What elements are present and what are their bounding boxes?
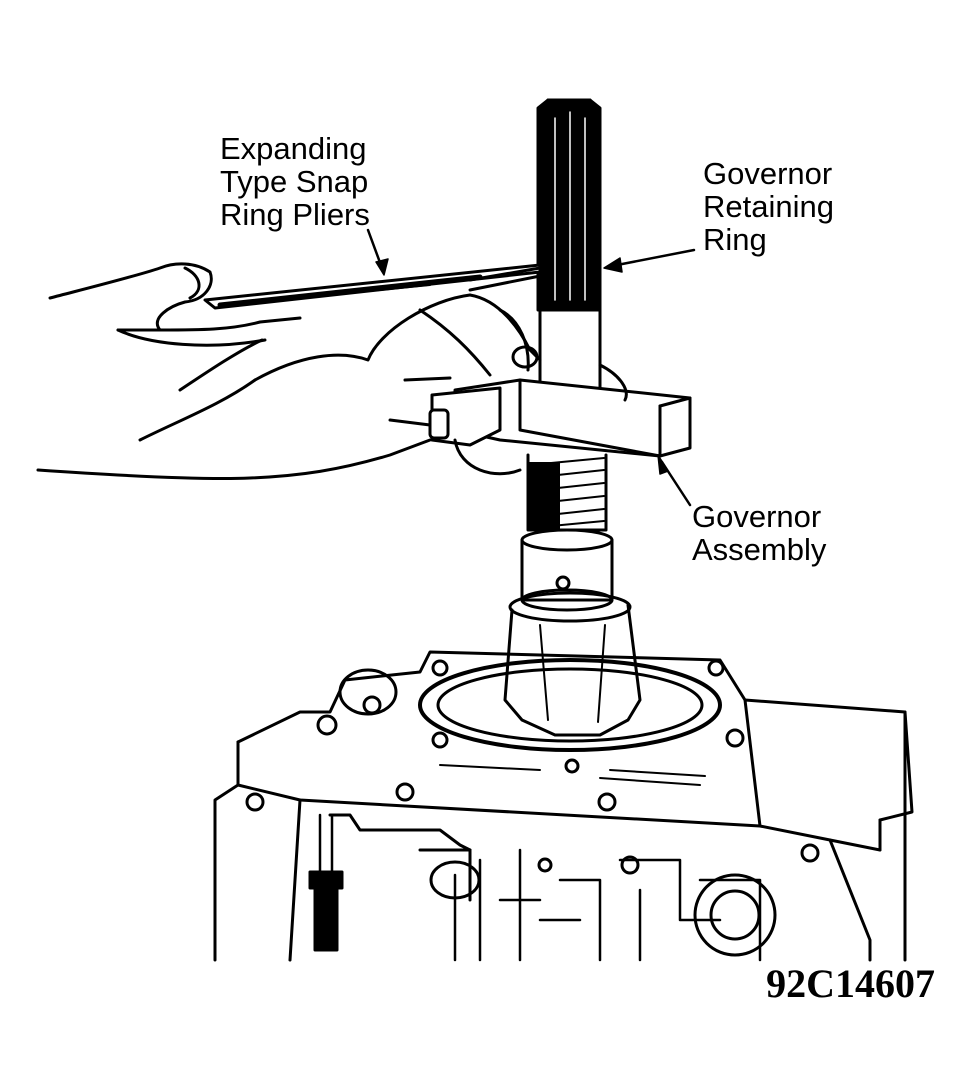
pliers-label-line-1: Expanding <box>220 131 367 166</box>
ring-label-line-1: Governor <box>703 156 833 191</box>
output-shaft <box>520 98 614 612</box>
extension-housing <box>503 591 642 737</box>
pliers-label-line-2: Type Snap <box>220 164 369 199</box>
hand-holding-governor <box>36 293 628 480</box>
snap-ring-pliers-label: Expanding Type Snap Ring Pliers <box>220 132 370 231</box>
snap-ring-pliers <box>203 263 542 310</box>
figure-id: 92C14607 <box>766 961 935 1006</box>
governor-assembly-label: Governor Assembly <box>692 500 826 566</box>
pliers-label-line-3: Ring Pliers <box>220 197 370 232</box>
hand-holding-pliers <box>48 262 302 347</box>
ring-label-line-3: Ring <box>703 222 767 257</box>
transmission-case <box>213 650 914 962</box>
ring-label-line-2: Retaining <box>703 189 834 224</box>
governor-label-line-2: Assembly <box>692 532 827 567</box>
leader-lines <box>366 228 696 507</box>
governor-label-line-1: Governor <box>692 499 822 534</box>
governor-assembly <box>428 378 692 476</box>
retaining-ring-label: Governor Retaining Ring <box>703 157 834 256</box>
